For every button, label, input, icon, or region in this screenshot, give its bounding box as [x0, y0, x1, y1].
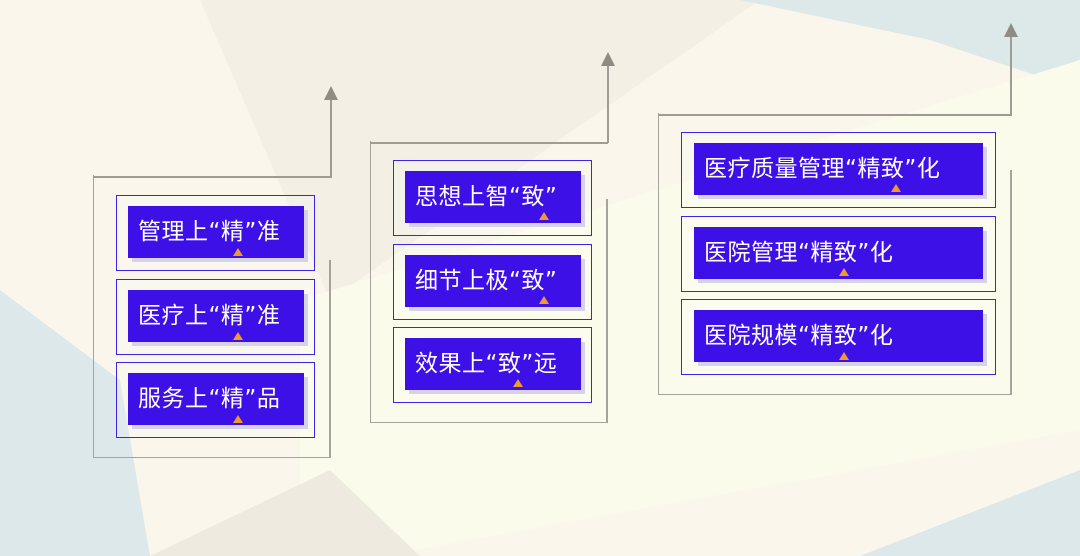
group-2-arrow-icon: [601, 52, 615, 66]
group-1-item-3: 服务上“精”品: [128, 373, 304, 425]
group-3-item-2: 医院管理“精致”化: [694, 227, 983, 279]
group-1-item-1-accent-icon: [233, 248, 243, 256]
group-3-arrow-icon: [1004, 23, 1018, 37]
group-1-item-2: 医疗上“精”准: [128, 290, 304, 342]
group-2-frame: [370, 141, 608, 423]
group-1-arrow-line: [330, 98, 332, 178]
group-2-arrow-join: [370, 142, 608, 144]
group-3-item-3-accent-icon: [839, 352, 849, 360]
group-3-arrow-join: [658, 114, 1012, 116]
group-2-item-2-label: 细节上极“致”: [415, 267, 558, 294]
group-1-item-2-label: 医疗上“精”准: [138, 302, 281, 329]
group-1-item-1-label: 管理上“精”准: [138, 218, 281, 245]
group-1-item-1: 管理上“精”准: [128, 206, 304, 258]
bg-triangle-top: [200, 0, 760, 300]
group-3-item-3-label: 医院规模“精致”化: [704, 322, 894, 349]
group-2-item-3-accent-icon: [513, 379, 523, 387]
group-1-item-3-accent-icon: [233, 415, 243, 423]
group-1-item-2-accent-icon: [233, 332, 243, 340]
group-2-item-3-label: 效果上“致”远: [415, 350, 558, 377]
group-1-arrow-join: [93, 176, 331, 178]
group-3-item-1-accent-icon: [891, 184, 901, 192]
group-2-item-2-accent-icon: [539, 296, 549, 304]
group-1-arrow-icon: [324, 86, 338, 100]
bg-triangle-bottom: [150, 470, 420, 556]
group-2-item-1-label: 思想上智“致”: [415, 183, 558, 210]
group-3-right-stub: [1010, 170, 1012, 395]
bg-triangle-bottom-right: [860, 470, 1080, 556]
group-2-item-3: 效果上“致”远: [405, 338, 581, 390]
group-3-arrow-line: [1010, 36, 1012, 115]
group-3-item-1-label: 医疗质量管理“精致”化: [704, 155, 941, 182]
group-3-item-2-label: 医院管理“精致”化: [704, 239, 894, 266]
group-2-item-1: 思想上智“致”: [405, 171, 581, 223]
group-2-right-stub: [606, 199, 608, 423]
group-2-arrow-line: [607, 64, 609, 143]
group-3-item-2-accent-icon: [839, 268, 849, 276]
group-2-item-1-accent-icon: [539, 212, 549, 220]
group-3-frame: [658, 113, 1012, 395]
bg-triangle-left: [0, 290, 150, 556]
group-1-right-stub: [329, 260, 331, 458]
group-3-item-1: 医疗质量管理“精致”化: [694, 143, 983, 195]
group-1-item-3-label: 服务上“精”品: [138, 385, 281, 412]
group-3-item-3: 医院规模“精致”化: [694, 310, 983, 362]
group-2-item-2: 细节上极“致”: [405, 255, 581, 307]
group-1-frame: [93, 175, 331, 458]
bg-triangle-top-right: [740, 0, 1080, 90]
